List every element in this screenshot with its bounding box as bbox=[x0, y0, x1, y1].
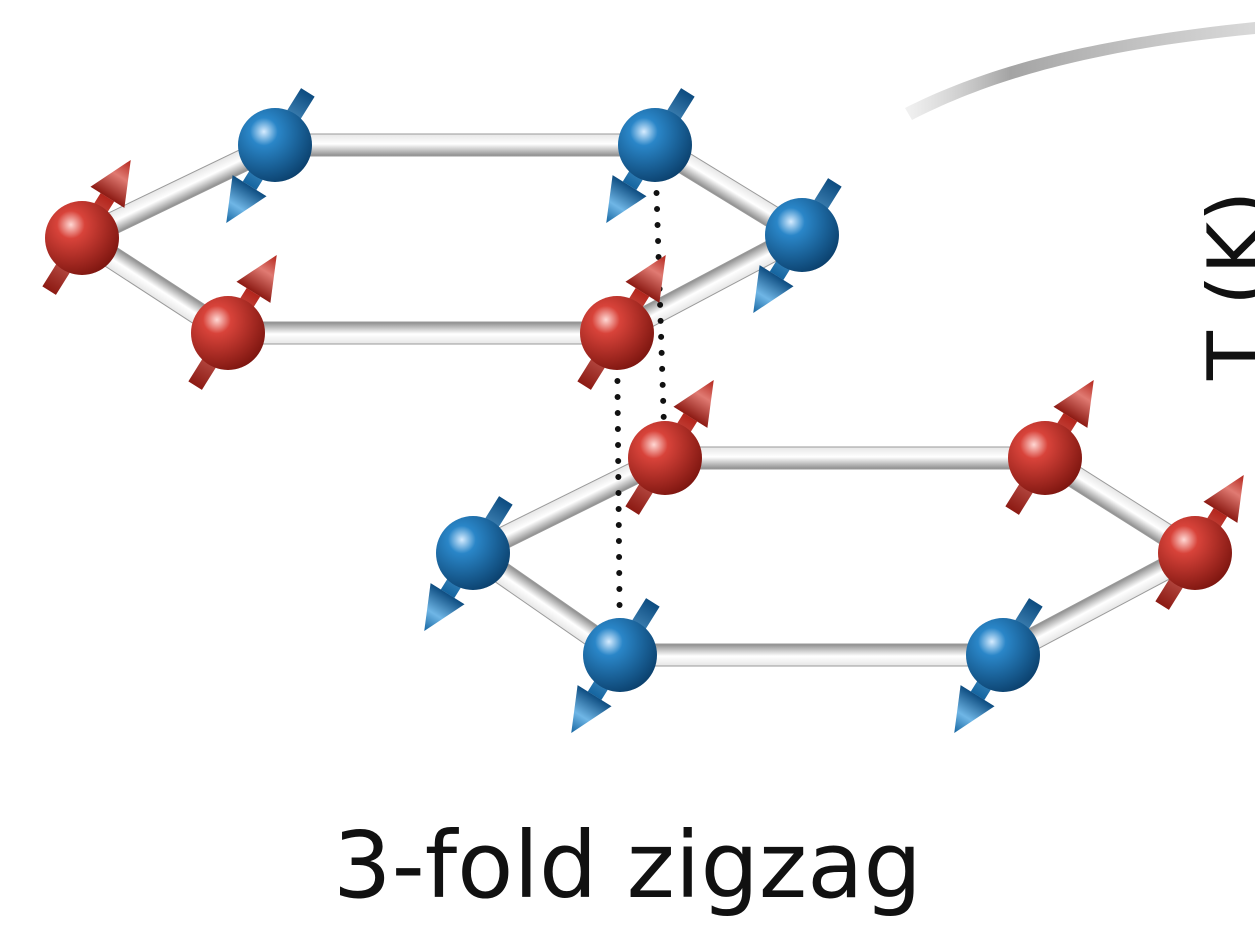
axis-label-fragment: T (K) bbox=[1191, 190, 1255, 380]
interlayer-bond-1 bbox=[614, 330, 623, 658]
upper-layer-spin-5-up bbox=[188, 254, 277, 390]
lower-layer-spin-3-up bbox=[1155, 474, 1244, 610]
upper-layer-spin-1-down bbox=[226, 88, 315, 224]
lower-layer-spin-6-down bbox=[424, 496, 513, 632]
upper-layer-bond-4 bbox=[227, 321, 618, 345]
upper-layer-spin-6-up bbox=[42, 159, 131, 295]
upper-layer-spin-3-down bbox=[753, 178, 842, 314]
lower-layer-spin-5-down bbox=[571, 598, 660, 734]
diagram-caption: 3-fold zigzag bbox=[333, 812, 922, 919]
upper-layer-bond-1 bbox=[274, 133, 656, 157]
brush-stroke bbox=[905, 22, 1255, 120]
interlayer-bonds-group bbox=[614, 142, 668, 658]
bonds-group bbox=[79, 133, 1198, 667]
lower-layer-bond-4 bbox=[619, 643, 1004, 667]
upper-layer-spin-4-up bbox=[577, 254, 666, 390]
lower-layer-spin-2-up bbox=[1005, 379, 1094, 515]
lower-layer-spin-1-up bbox=[625, 379, 714, 515]
lower-layer-bond-1 bbox=[664, 446, 1046, 470]
lower-layer-spin-4-down bbox=[954, 598, 1043, 734]
upper-layer-spin-2-down bbox=[606, 88, 695, 224]
spins-group bbox=[42, 88, 1244, 734]
